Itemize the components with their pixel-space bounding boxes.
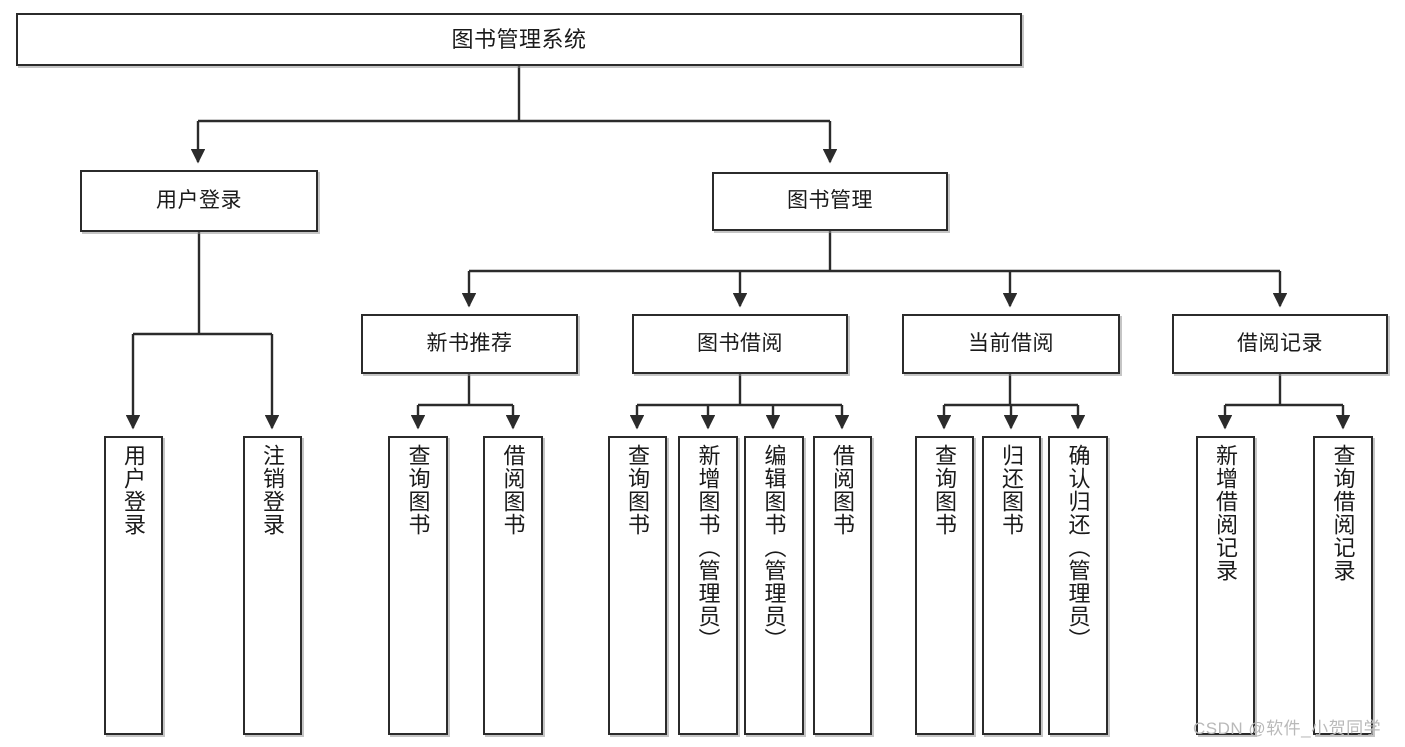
node-leaf-edit-book-admin-label: 编辑图书（管理员） xyxy=(761,444,787,651)
node-root-system-label: 图书管理系统 xyxy=(451,26,587,52)
node-leaf-query-book-current-label: 查询图书 xyxy=(932,444,958,536)
node-leaf-add-book-admin-label: 新增图书（管理员） xyxy=(695,444,721,651)
node-book-borrow[interactable]: 图书借阅 xyxy=(632,314,848,374)
node-book-management[interactable]: 图书管理 xyxy=(712,172,948,231)
node-root-system[interactable]: 图书管理系统 xyxy=(16,13,1022,66)
node-leaf-borrow-book-label: 借阅图书 xyxy=(830,444,856,536)
node-leaf-return-book[interactable]: 归还图书 xyxy=(982,436,1041,735)
node-current-borrow[interactable]: 当前借阅 xyxy=(902,314,1120,374)
node-leaf-query-book-borrow[interactable]: 查询图书 xyxy=(608,436,667,735)
node-leaf-query-book-recommend[interactable]: 查询图书 xyxy=(388,436,448,735)
node-leaf-query-borrow-record-label: 查询借阅记录 xyxy=(1330,444,1356,582)
node-leaf-logout[interactable]: 注销登录 xyxy=(243,436,302,735)
node-leaf-add-book-admin[interactable]: 新增图书（管理员） xyxy=(678,436,738,735)
node-leaf-query-book-borrow-label: 查询图书 xyxy=(625,444,651,536)
node-leaf-user-login-label: 用户登录 xyxy=(121,444,147,536)
node-leaf-query-borrow-record[interactable]: 查询借阅记录 xyxy=(1313,436,1373,735)
node-leaf-confirm-return-admin[interactable]: 确认归还（管理员） xyxy=(1048,436,1108,735)
node-current-borrow-label: 当前借阅 xyxy=(968,331,1054,355)
node-leaf-confirm-return-admin-label: 确认归还（管理员） xyxy=(1065,444,1091,651)
node-leaf-query-book-recommend-label: 查询图书 xyxy=(405,444,431,536)
node-leaf-edit-book-admin[interactable]: 编辑图书（管理员） xyxy=(744,436,804,735)
node-leaf-add-borrow-record[interactable]: 新增借阅记录 xyxy=(1196,436,1255,735)
csdn-watermark: CSDN @软件_小贺同学 xyxy=(1193,719,1382,738)
node-user-login-label: 用户登录 xyxy=(156,188,242,212)
node-leaf-return-book-label: 归还图书 xyxy=(999,444,1025,536)
node-new-book-recommend-label: 新书推荐 xyxy=(426,331,513,355)
node-leaf-borrow-book-recommend-label: 借阅图书 xyxy=(500,444,526,536)
node-leaf-logout-label: 注销登录 xyxy=(260,444,286,536)
node-borrow-record[interactable]: 借阅记录 xyxy=(1172,314,1388,374)
node-leaf-borrow-book-recommend[interactable]: 借阅图书 xyxy=(483,436,543,735)
node-new-book-recommend[interactable]: 新书推荐 xyxy=(361,314,578,374)
node-leaf-add-borrow-record-label: 新增借阅记录 xyxy=(1213,444,1239,582)
node-leaf-user-login[interactable]: 用户登录 xyxy=(104,436,163,735)
node-book-management-label: 图书管理 xyxy=(787,189,873,213)
node-leaf-query-book-current[interactable]: 查询图书 xyxy=(915,436,974,735)
node-user-login[interactable]: 用户登录 xyxy=(80,170,318,232)
node-book-borrow-label: 图书借阅 xyxy=(697,331,783,355)
node-leaf-borrow-book[interactable]: 借阅图书 xyxy=(813,436,872,735)
node-borrow-record-label: 借阅记录 xyxy=(1237,331,1323,355)
